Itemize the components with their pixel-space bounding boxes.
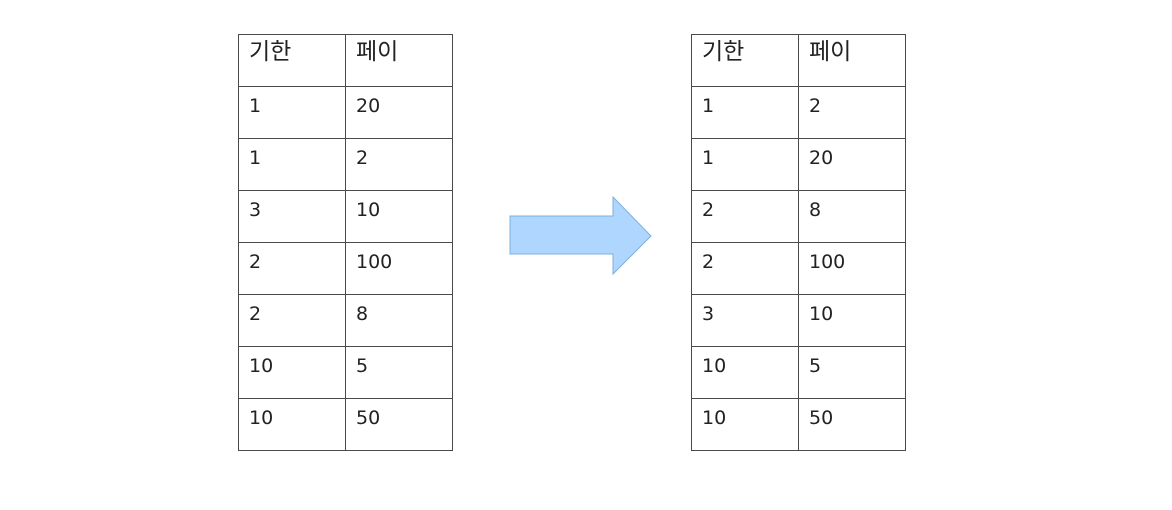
table-row: 1 20: [691, 138, 906, 191]
table-cell-pay: 2: [798, 86, 906, 139]
right-arrow-icon: [509, 196, 652, 276]
table-cell-term: 2: [691, 190, 799, 243]
table-row: 1 20: [238, 86, 453, 139]
table-cell-pay: 5: [798, 346, 906, 399]
table-row: 10 50: [238, 398, 453, 451]
table-cell-pay: 20: [345, 86, 453, 139]
table-row: 2 100: [691, 242, 906, 295]
table-header-row: 기한 페이: [238, 34, 453, 87]
table-cell-term: 1: [691, 138, 799, 191]
after-table: 기한 페이 1 2 1 20 2 8 2 100 3 10 10 5 10 50: [691, 34, 906, 451]
header-cell-pay: 페이: [345, 34, 453, 87]
header-cell-term: 기한: [238, 34, 346, 87]
table-row: 10 50: [691, 398, 906, 451]
table-cell-pay: 8: [798, 190, 906, 243]
table-cell-pay: 100: [345, 242, 453, 295]
table-row: 3 10: [238, 190, 453, 243]
table-row: 2 8: [238, 294, 453, 347]
table-cell-term: 1: [238, 86, 346, 139]
table-row: 2 8: [691, 190, 906, 243]
before-table-body: 기한 페이 1 20 1 2 3 10 2 100 2 8 10 5 10 50: [238, 34, 453, 451]
table-cell-term: 3: [691, 294, 799, 347]
table-row: 3 10: [691, 294, 906, 347]
table-cell-term: 2: [238, 242, 346, 295]
table-cell-pay: 100: [798, 242, 906, 295]
header-cell-pay: 페이: [798, 34, 906, 87]
table-row: 2 100: [238, 242, 453, 295]
table-cell-pay: 10: [345, 190, 453, 243]
table-cell-pay: 2: [345, 138, 453, 191]
table-cell-term: 10: [691, 346, 799, 399]
table-cell-term: 10: [691, 398, 799, 451]
after-table-body: 기한 페이 1 2 1 20 2 8 2 100 3 10 10 5 10 50: [691, 34, 906, 451]
header-cell-term: 기한: [691, 34, 799, 87]
table-cell-term: 2: [238, 294, 346, 347]
table-row: 1 2: [691, 86, 906, 139]
table-row: 10 5: [691, 346, 906, 399]
table-cell-pay: 8: [345, 294, 453, 347]
before-table: 기한 페이 1 20 1 2 3 10 2 100 2 8 10 5 10 50: [238, 34, 453, 451]
table-cell-pay: 10: [798, 294, 906, 347]
table-cell-pay: 20: [798, 138, 906, 191]
table-cell-term: 10: [238, 398, 346, 451]
table-cell-term: 3: [238, 190, 346, 243]
table-cell-pay: 50: [798, 398, 906, 451]
table-row: 10 5: [238, 346, 453, 399]
table-header-row: 기한 페이: [691, 34, 906, 87]
table-cell-term: 1: [691, 86, 799, 139]
table-cell-pay: 5: [345, 346, 453, 399]
table-row: 1 2: [238, 138, 453, 191]
table-cell-pay: 50: [345, 398, 453, 451]
table-cell-term: 1: [238, 138, 346, 191]
table-cell-term: 2: [691, 242, 799, 295]
arrow-shape: [509, 196, 652, 276]
table-cell-term: 10: [238, 346, 346, 399]
